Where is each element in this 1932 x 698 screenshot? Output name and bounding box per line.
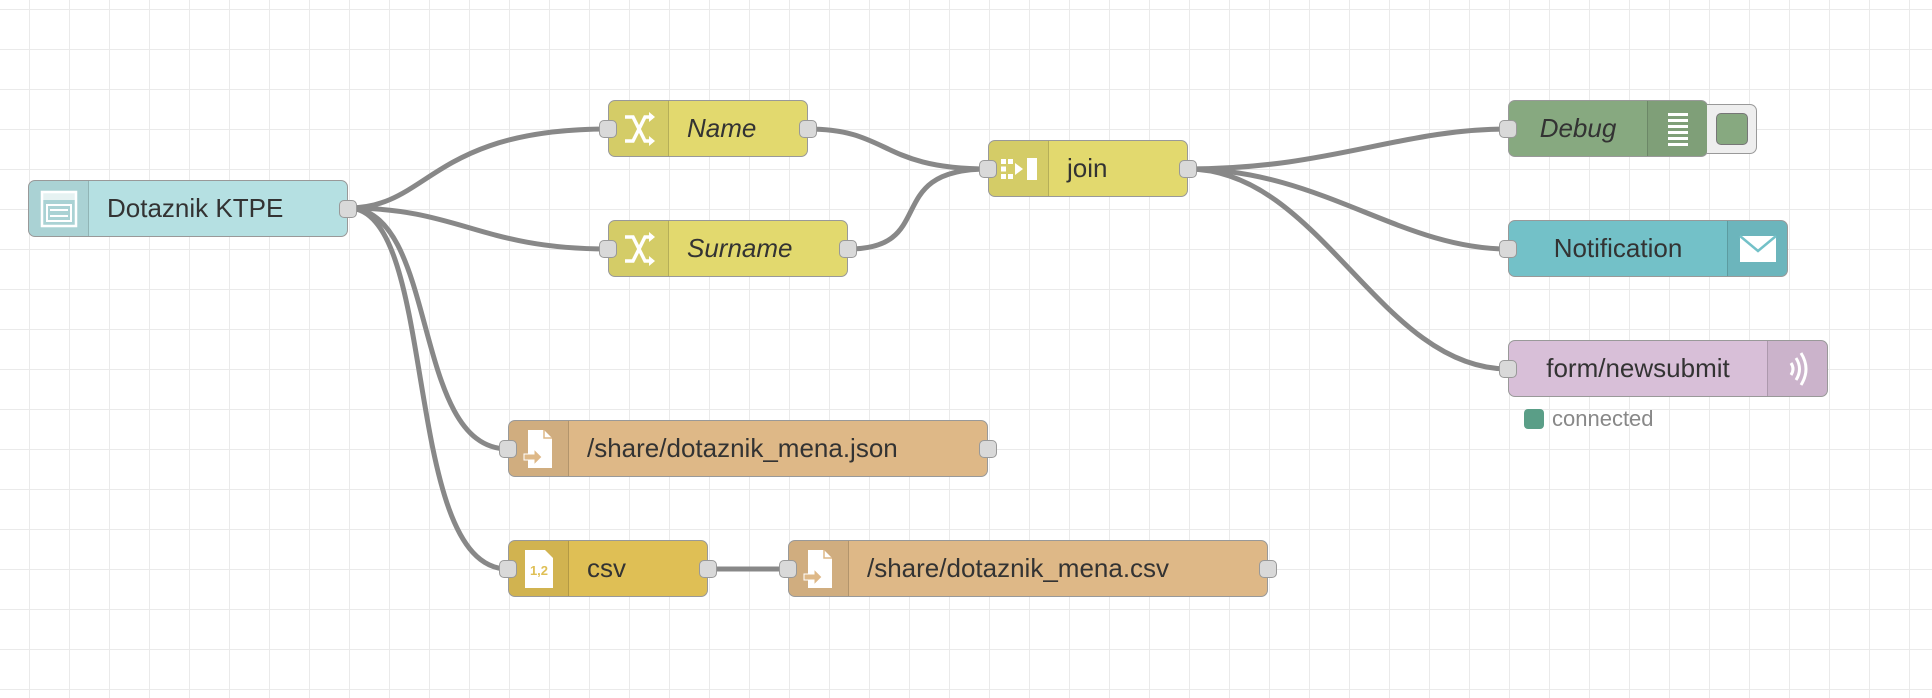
wire-name-join[interactable] xyxy=(807,126,989,172)
node-name[interactable]: Name xyxy=(599,100,817,157)
node-label: Name xyxy=(687,113,757,143)
input-port[interactable] xyxy=(1499,240,1517,258)
node-join[interactable]: join xyxy=(979,140,1197,197)
output-port[interactable] xyxy=(839,240,857,258)
node-label: /share/dotaznik_mena.csv xyxy=(867,553,1170,583)
node-label: /share/dotaznik_mena.json xyxy=(587,433,898,463)
input-port[interactable] xyxy=(499,440,517,458)
input-port[interactable] xyxy=(599,120,617,138)
csv-icon: 1,2 xyxy=(509,541,569,596)
csv-icon-text: 1,2 xyxy=(529,563,547,578)
wire-join-debug[interactable] xyxy=(1187,126,1509,172)
input-port[interactable] xyxy=(499,560,517,578)
node-status: connected xyxy=(1524,406,1654,432)
output-port[interactable] xyxy=(1179,160,1197,178)
node-label: Surname xyxy=(687,233,793,263)
output-port[interactable] xyxy=(979,440,997,458)
node-label: csv xyxy=(587,553,626,583)
file-out-icon xyxy=(789,541,849,596)
envelope-icon xyxy=(1727,221,1787,276)
input-port[interactable] xyxy=(599,240,617,258)
join-icon xyxy=(989,141,1049,196)
output-port[interactable] xyxy=(1259,560,1277,578)
node-csv-file[interactable]: /share/dotaznik_mena.csv xyxy=(779,540,1277,597)
output-port[interactable] xyxy=(799,120,817,138)
node-surname[interactable]: Surname xyxy=(599,220,857,277)
input-port[interactable] xyxy=(779,560,797,578)
debug-toggle-button[interactable] xyxy=(1707,104,1757,154)
node-csv[interactable]: 1,2 csv xyxy=(499,540,717,597)
output-port[interactable] xyxy=(699,560,717,578)
broadcast-icon xyxy=(1767,341,1827,396)
node-label: Debug xyxy=(1539,113,1617,143)
output-port[interactable] xyxy=(339,200,357,218)
debug-toggle-indicator xyxy=(1715,113,1748,145)
input-port[interactable] xyxy=(1499,360,1517,378)
node-label: join xyxy=(1067,153,1108,183)
node-mqtt-out[interactable]: form/newsubmit xyxy=(1499,340,1828,397)
node-label: form/newsubmit xyxy=(1546,353,1730,383)
wire-join-mqtt[interactable] xyxy=(1187,166,1509,372)
node-dotaznik-ktpe[interactable]: Dotaznik KTPE xyxy=(28,180,357,237)
node-notification[interactable]: Notification xyxy=(1499,220,1788,277)
input-port[interactable] xyxy=(979,160,997,178)
wire-dotaznik-csv[interactable] xyxy=(347,205,509,572)
node-label: Notification xyxy=(1553,233,1683,263)
status-text: connected xyxy=(1552,406,1654,431)
wire-dotaznik-surname[interactable] xyxy=(347,205,609,252)
node-label: Dotaznik KTPE xyxy=(107,193,284,223)
shuffle-icon xyxy=(609,101,669,156)
list-icon xyxy=(1647,101,1707,156)
shuffle-icon xyxy=(609,221,669,276)
node-json-file[interactable]: /share/dotaznik_mena.json xyxy=(499,420,997,477)
input-port[interactable] xyxy=(1499,120,1517,138)
node-debug[interactable]: Debug xyxy=(1499,100,1708,157)
status-indicator-icon xyxy=(1524,409,1544,429)
file-out-icon xyxy=(509,421,569,476)
wire-dotaznik-json-file[interactable] xyxy=(347,205,509,452)
wire-join-notification[interactable] xyxy=(1187,166,1509,252)
form-icon xyxy=(29,181,89,236)
wire-dotaznik-name[interactable] xyxy=(347,126,609,211)
wire-surname-join[interactable] xyxy=(847,166,989,252)
